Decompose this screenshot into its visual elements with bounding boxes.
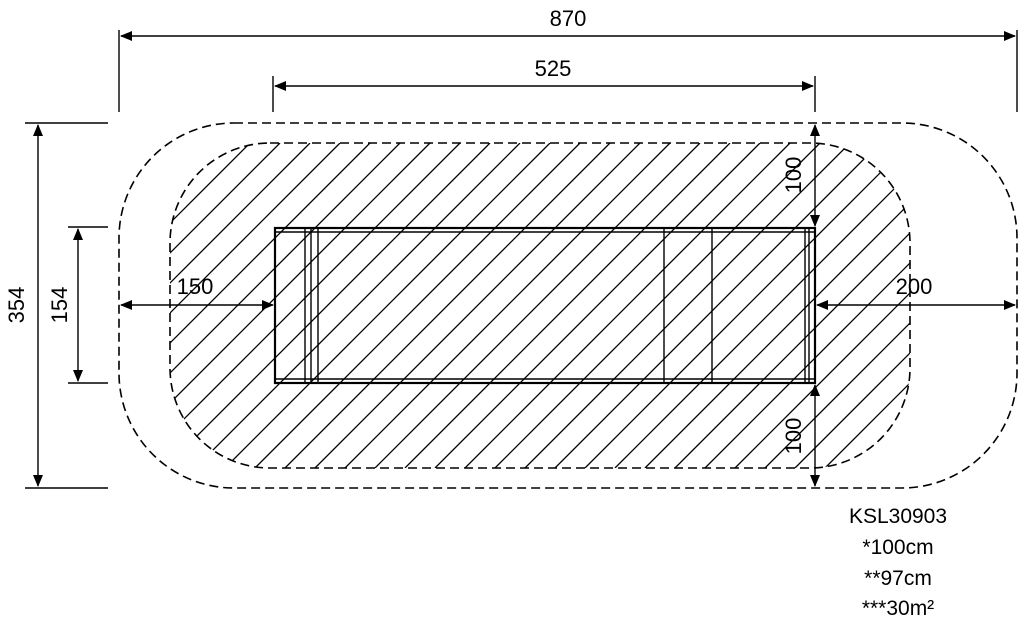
hatch-line [614,143,910,468]
hatch-line [464,143,791,468]
hatch-line [644,143,910,468]
left-clearance-label: 150 [177,274,214,299]
hatch-line [314,143,641,468]
extension-lines [25,30,1018,489]
hatch-line [224,143,551,468]
hatch-line [794,143,910,468]
spec-line-2: **97cm [864,567,932,590]
hatch-line [374,143,701,468]
safety-zone-outline [118,122,1018,489]
hatch-line [404,143,731,468]
model-number: KSL30903 [849,505,947,528]
overall-depth-label: 354 [4,287,29,324]
bottom-clearance-label: 100 [781,418,806,455]
hatch-line [494,143,821,468]
equipment-footprint [273,226,817,385]
equipment-depth-label: 154 [47,287,72,324]
hatch-line [584,143,910,468]
hatch-line [434,143,761,468]
hatch-line [344,143,671,468]
dimension-lines [33,31,1016,487]
hatch-line [824,143,910,468]
hatch-line [194,143,521,468]
hatch-line [170,143,251,468]
overall-width-label: 870 [550,6,587,31]
hatch-line [254,143,581,468]
hatch-line [170,143,491,468]
right-clearance-label: 200 [896,274,933,299]
hatch-line [170,143,281,468]
spec-line-1: *100cm [862,536,933,559]
hatch-line [170,143,461,468]
spec-line-3: ***30m² [862,597,934,620]
hatch-line [524,143,851,468]
hatch-line [554,143,881,468]
equipment-width-label: 525 [535,56,572,81]
hatch-line [170,143,311,468]
top-clearance-label: 100 [781,157,806,194]
spec-block: KSL30903 *100cm **97cm ***30m² [849,505,947,620]
hatch-line [284,143,611,468]
